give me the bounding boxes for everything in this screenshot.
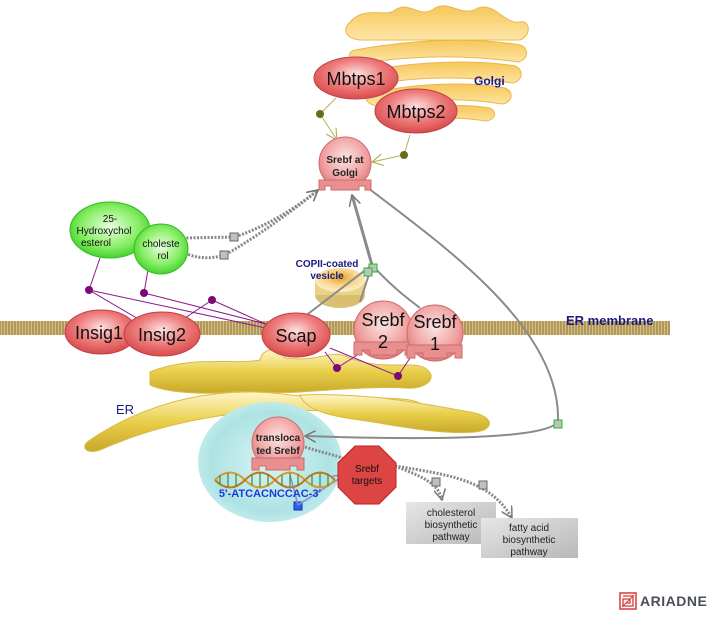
ariadne-logo-icon	[619, 592, 637, 610]
mbtps1-node[interactable]: Mbtps1	[313, 56, 399, 100]
scap-transport-edge	[299, 264, 373, 321]
fatty-acid-pathway-label-2: biosynthetic	[503, 535, 556, 546]
cholesterol-to-srebf-edge	[184, 188, 318, 260]
srebf1-transport-edge	[371, 264, 421, 309]
insig2-node[interactable]: Insig2	[123, 311, 201, 357]
ariadne-logo-text: ARIADNE	[640, 593, 708, 609]
binding-edges	[88, 257, 411, 377]
hydroxycholesterol-label-3: esterol	[81, 238, 111, 249]
srebf2-label-1: Srebf	[361, 310, 405, 330]
cholesterol-label-1: choleste	[142, 239, 180, 250]
scap-node[interactable]: Scap	[261, 312, 331, 358]
srebf-targets-label-2: targets	[352, 476, 383, 487]
translocated-srebf-label-1: transloca	[256, 433, 301, 444]
insig1-node[interactable]: Insig1	[64, 309, 138, 355]
srebf2-to-golgi-edge	[352, 195, 374, 266]
mbtps2-label: Mbtps2	[386, 102, 445, 122]
endoplasmic-reticulum	[84, 349, 490, 452]
hydroxycholesterol-label-1: 25-	[103, 214, 117, 225]
translocated-srebf-label-2: ted Srebf	[256, 446, 300, 457]
targets-to-fatty-acid-pathway-edge	[394, 464, 514, 518]
dna-helix	[214, 471, 336, 489]
cholesterol-label-2: rol	[157, 251, 168, 262]
cholesterol-pathway-label-2: biosynthetic	[425, 520, 478, 531]
srebf-golgi-label-1: Srebf at	[326, 155, 364, 166]
mbtps2-node[interactable]: Mbtps2	[374, 88, 458, 134]
translocated-srebf-node[interactable]: transloca ted Srebf	[251, 416, 305, 471]
copii-label-line2: vesicle	[310, 271, 344, 282]
srebf1-label-2: 1	[430, 334, 440, 354]
scap-label: Scap	[275, 326, 316, 346]
fatty-acid-pathway-box[interactable]: fatty acid biosynthetic pathway	[481, 518, 578, 558]
srebf1-node[interactable]: Srebf 1	[406, 304, 464, 362]
copii-vesicle	[315, 268, 365, 308]
golgi-label: Golgi	[474, 74, 505, 88]
catalysis-node	[400, 151, 408, 159]
fatty-acid-pathway-label-1: fatty acid	[509, 523, 549, 534]
mbtps1-label: Mbtps1	[326, 69, 385, 89]
binding-nodes	[85, 286, 402, 380]
srebf1-label-1: Srebf	[413, 312, 457, 332]
srebf-targets-node[interactable]: Srebf targets	[337, 445, 397, 505]
dna-binding-edge	[289, 475, 345, 506]
srebf2-node[interactable]: Srebf 2	[353, 300, 414, 360]
cholesterol-pathway-label-1: cholesterol	[427, 508, 475, 519]
catalysis-node	[316, 110, 324, 118]
process-nodes	[219, 232, 563, 511]
hydroxycholesterol-label-2: Hydroxychol	[76, 226, 131, 237]
srebf-golgi-node[interactable]: Srebf at Golgi	[318, 136, 372, 191]
fatty-acid-pathway-label-3: pathway	[510, 547, 547, 558]
insig2-label: Insig2	[138, 325, 186, 345]
hydroxycholesterol-to-srebf-edge	[182, 188, 318, 240]
er-label: ER	[116, 402, 134, 417]
cholesterol-node[interactable]: choleste rol	[133, 223, 189, 275]
insig1-label: Insig1	[75, 323, 123, 343]
ariadne-logo: ARIADNE	[619, 592, 707, 610]
targets-to-cholesterol-pathway-edge	[394, 464, 442, 500]
er-membrane-label: ER membrane	[566, 313, 653, 328]
cholesterol-pathway-label-3: pathway	[432, 532, 469, 543]
srebf-golgi-label-2: Golgi	[332, 168, 358, 179]
copii-label-line1: COPII-coated	[296, 259, 359, 270]
srebf2-label-2: 2	[378, 332, 388, 352]
dna-sequence-label: 5'-ATCACNCCAC-3'	[219, 488, 322, 500]
srebf-targets-label-1: Srebf	[355, 464, 379, 475]
